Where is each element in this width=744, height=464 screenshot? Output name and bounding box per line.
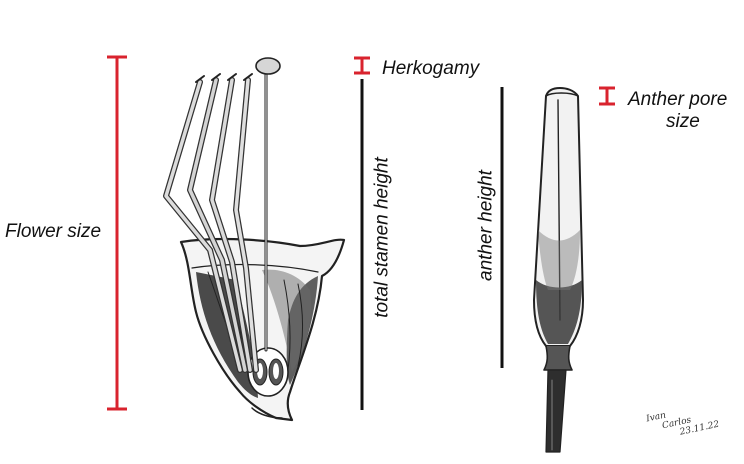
flower-size-bar xyxy=(107,55,127,411)
flower-illustration xyxy=(163,57,346,422)
anther-height-label: anther height xyxy=(475,170,497,281)
anther-pore-size-label-line2: size xyxy=(666,111,700,132)
herkogamy-label: Herkogamy xyxy=(382,58,480,79)
anther-illustration xyxy=(533,87,584,453)
herkogamy-bar xyxy=(354,56,370,75)
anther-pore-size-bar xyxy=(599,86,615,106)
flower-size-label: Flower size xyxy=(5,221,102,242)
anther-pore-size-label-line1: Anther pore xyxy=(628,89,728,110)
total-stamen-height-label: total stamen height xyxy=(371,157,393,318)
